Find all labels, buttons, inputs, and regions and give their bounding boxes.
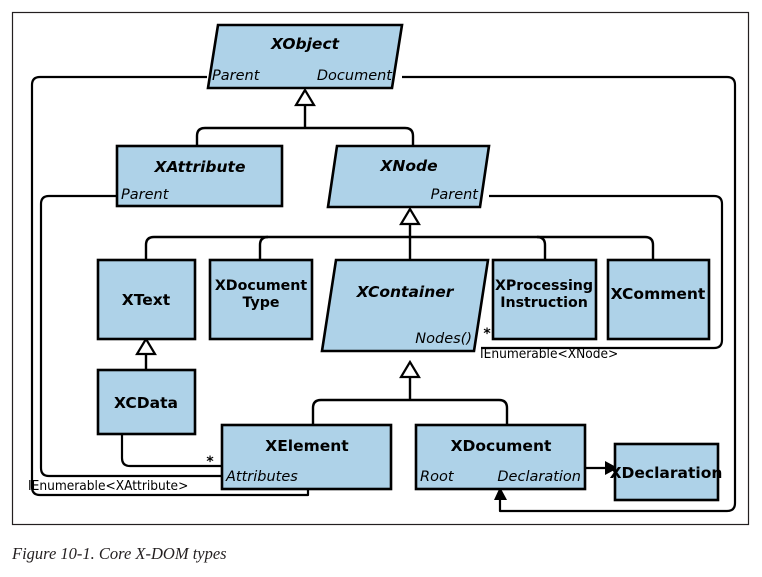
- class-title-xdocumenttype-line2: Type: [242, 295, 279, 311]
- inherit-branch-xdocumenttype: [258, 235, 269, 259]
- inherit-triangle-xnode-icon: [399, 206, 421, 226]
- class-node-xcdata[interactable]: XCData: [96, 368, 197, 436]
- class-shape-xattribute: [115, 144, 284, 208]
- inherit-bus-xobject: [195, 126, 415, 145]
- class-node-xobject[interactable]: XObject Parent Document: [206, 23, 404, 90]
- member-xelement-attributes: Attributes: [225, 469, 298, 485]
- class-title-xdocument: XDocument: [451, 437, 552, 455]
- inherit-bus-xnode: [144, 235, 655, 259]
- class-title-xcomment: XComment: [611, 285, 706, 303]
- class-title-xprocessinginstruction-line1: XProcessing: [495, 278, 593, 294]
- interface-label-attributes: IEnumerable<XAttribute>: [28, 478, 188, 494]
- class-node-xnode[interactable]: XNode Parent: [326, 144, 491, 209]
- member-xobject-parent: Parent: [212, 68, 261, 84]
- class-title-xcontainer: XContainer: [356, 283, 455, 301]
- figure-caption: Figure 10-1. Core X-DOM types: [12, 544, 227, 563]
- member-xnode-parent: Parent: [431, 187, 480, 203]
- assoc-xobject-parent: [30, 75, 310, 497]
- member-xobject-document: Document: [317, 68, 393, 84]
- inherit-triangle-xobject-icon: [294, 87, 316, 107]
- multiplicity-attributes: *: [206, 454, 214, 470]
- class-shape-xdeclaration: [613, 442, 720, 502]
- class-node-xcomment[interactable]: XComment: [606, 258, 711, 341]
- class-shape-xnode: [326, 144, 491, 209]
- class-title-xdeclaration: XDeclaration: [610, 464, 723, 482]
- class-node-xelement[interactable]: XElement Attributes: [220, 423, 393, 491]
- class-node-xdeclaration[interactable]: XDeclaration: [610, 442, 723, 502]
- inherit-triangle-xtext-icon: [135, 336, 157, 356]
- interface-label-nodes: IEnumerable<XNode>: [480, 346, 618, 362]
- class-title-xnode: XNode: [379, 157, 437, 175]
- inherit-bus-xcontainer: [311, 398, 509, 425]
- class-shape-xcomment: [606, 258, 711, 341]
- class-shape-xcontainer: [320, 258, 490, 353]
- arrowhead-xdocument-icon: [494, 487, 507, 500]
- member-xattribute-parent: Parent: [121, 187, 170, 203]
- multiplicity-nodes: *: [483, 326, 491, 342]
- class-node-xattribute[interactable]: XAttribute Parent: [115, 144, 284, 208]
- class-title-xcdata: XCData: [114, 394, 178, 412]
- class-title-xattribute: XAttribute: [154, 158, 246, 176]
- class-shape-xtext: [96, 258, 197, 341]
- class-shape-xobject: [206, 23, 404, 90]
- class-shape-xprocessinginstruction: [491, 258, 598, 341]
- member-xcontainer-nodes: Nodes(): [415, 331, 472, 347]
- class-title-xtext: XText: [122, 291, 171, 309]
- class-node-xcontainer[interactable]: XContainer Nodes(): [320, 258, 490, 353]
- class-title-xelement: XElement: [265, 437, 349, 455]
- member-xdocument-declaration: Declaration: [497, 469, 581, 485]
- class-node-xprocessinginstruction[interactable]: XProcessing Instruction: [491, 258, 598, 341]
- class-shape-xdocumenttype: [208, 258, 314, 341]
- inherit-branch-xprocessinginstruction: [536, 235, 547, 259]
- figure-frame: [11, 11, 750, 526]
- assoc-xnode-parent: [481, 194, 724, 350]
- class-title-xprocessinginstruction-line2: Instruction: [500, 295, 588, 311]
- class-title-xdocumenttype-line1: XDocument: [215, 278, 307, 294]
- class-shape-xelement: [220, 423, 393, 491]
- inherit-triangle-xcontainer-icon: [399, 359, 421, 379]
- class-title-xobject: XObject: [270, 35, 340, 53]
- class-shape-xdocument: [414, 423, 587, 491]
- class-node-xtext[interactable]: XText: [96, 258, 197, 341]
- class-shape-xcdata: [96, 368, 197, 436]
- assoc-xobject-document: [402, 75, 737, 513]
- assoc-xattribute-parent: [39, 194, 322, 490]
- class-node-xdocument[interactable]: XDocument Root Declaration: [414, 423, 587, 491]
- class-node-xdocumenttype[interactable]: XDocument Type: [208, 258, 314, 341]
- member-xdocument-root: Root: [420, 469, 455, 485]
- assoc-xelement-attributes: [120, 430, 222, 468]
- arrowhead-declaration-icon: [605, 461, 618, 475]
